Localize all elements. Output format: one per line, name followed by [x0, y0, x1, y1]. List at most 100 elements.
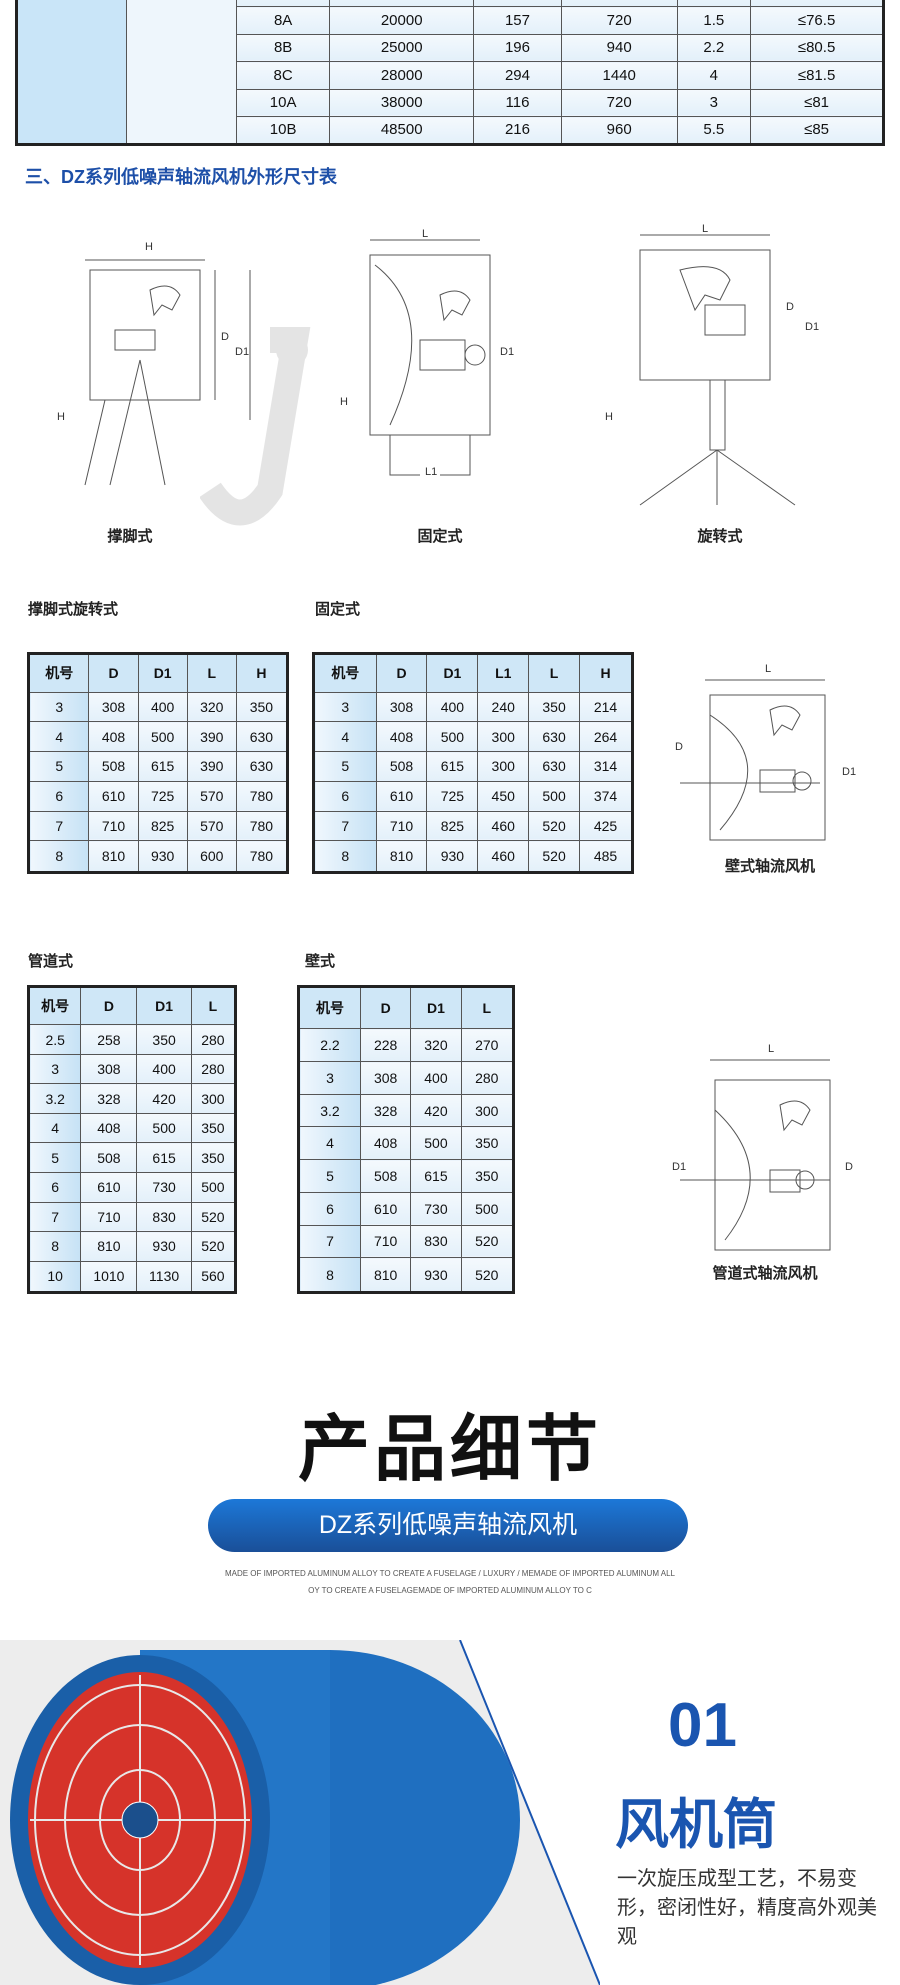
svg-text:D1: D1 — [805, 321, 819, 333]
table-cell: L — [528, 653, 580, 693]
table-cell: 710 — [375, 810, 428, 842]
table-cell: 400 — [426, 691, 479, 723]
table-cell: 5 — [298, 1159, 361, 1193]
label-support-rotating: 撑脚式旋转式 — [28, 601, 119, 618]
table-cell: 350 — [136, 1024, 192, 1055]
table-cell: 6 — [298, 1191, 361, 1226]
table-cell: 615 — [136, 1142, 192, 1173]
table-cell: 1440 — [560, 61, 678, 90]
table-cell: 10A — [235, 88, 331, 117]
table-cell: 810 — [375, 840, 428, 873]
table-cell: 4 — [298, 1126, 361, 1161]
table-cell: 500 — [136, 1112, 192, 1144]
diagram-duct: LD1 D — [672, 1043, 853, 1251]
table-cell: 116 — [473, 88, 562, 117]
table-cell: 600 — [186, 840, 237, 873]
table-cell: 264 — [579, 721, 633, 753]
svg-text:D: D — [675, 741, 683, 753]
table-cell: 408 — [375, 721, 428, 753]
table-cell: 500 — [460, 1191, 515, 1226]
table-cell: 3 — [27, 1053, 82, 1085]
table-cell: 930 — [136, 1231, 192, 1262]
table-cell: D — [359, 985, 412, 1030]
table-cell: 630 — [235, 751, 289, 782]
detail-description: 一次旋压成型工艺，不易变形，密闭性好，精度高外观美观 — [617, 1868, 877, 1948]
series-pill: DZ系列低噪声轴流风机 — [208, 1499, 688, 1552]
table-cell: 420 — [136, 1083, 192, 1114]
table-cell — [329, 0, 475, 7]
table-cell: 3 — [298, 1061, 361, 1095]
table-cell: 10 — [27, 1260, 82, 1294]
table-cell: 8C — [235, 61, 331, 90]
caption-duct: 管道式轴流风机 — [712, 1265, 818, 1282]
table-cell: 8 — [313, 840, 377, 873]
diagram-support-leg: H DD1 H — [57, 241, 251, 486]
section-title: 三、DZ系列低噪声轴流风机外形尺寸表 — [25, 167, 337, 187]
table-cell: 408 — [88, 721, 139, 753]
table-cell: 780 — [235, 810, 289, 842]
table-cell: 350 — [460, 1159, 515, 1193]
table-cell: 825 — [137, 810, 188, 842]
caption-support-leg: 撑脚式 — [107, 528, 153, 545]
table-cell: 2.5 — [27, 1024, 82, 1055]
table-cell: 350 — [190, 1112, 237, 1144]
detail-name: 风机筒 — [615, 1795, 777, 1855]
table-cell: 350 — [235, 691, 289, 723]
table-cell: 240 — [477, 691, 530, 723]
table-cell: D — [375, 653, 428, 693]
table-cell: 830 — [410, 1224, 462, 1259]
table-cell: D — [88, 653, 139, 693]
table-cell: 308 — [375, 691, 428, 723]
table-cell: 630 — [528, 721, 580, 753]
table-cell: 615 — [426, 751, 479, 782]
label-duct: 管道式 — [28, 953, 74, 970]
table-cell: 机号 — [298, 985, 361, 1030]
table-cell: 机号 — [27, 653, 90, 693]
table-cell: 20000 — [329, 6, 475, 35]
tagline-2: OY TO CREATE A FUSELAGEMADE OF IMPORTED … — [308, 1586, 592, 1595]
svg-text:L1: L1 — [425, 466, 437, 478]
table-cell: 508 — [375, 751, 428, 782]
table-cell: 25000 — [329, 33, 475, 62]
table-cell: 328 — [80, 1083, 138, 1114]
table-cell: D1 — [137, 653, 188, 693]
fan-photo — [0, 1640, 600, 1985]
tagline-1: MADE OF IMPORTED ALUMINUM ALLOY TO CREAT… — [224, 1569, 676, 1578]
table-cell: 615 — [137, 751, 188, 782]
label-wall: 壁式 — [305, 953, 336, 970]
table-cell: 350 — [190, 1142, 237, 1173]
table-cell: 4 — [27, 721, 90, 753]
table-cell: 930 — [426, 840, 479, 873]
table-cell — [235, 0, 331, 7]
dim-H: H — [145, 241, 153, 253]
table-cell: 3 — [676, 88, 752, 117]
table-cell: 630 — [235, 721, 289, 753]
table-cell: 1010 — [80, 1260, 138, 1294]
caption-wall: 壁式轴流风机 — [724, 858, 815, 875]
table-cell: 3.2 — [27, 1083, 82, 1114]
table-cell — [16, 0, 127, 145]
table-cell: 520 — [528, 840, 580, 873]
table-cell: 400 — [136, 1053, 192, 1085]
caption-rotating: 旋转式 — [697, 528, 743, 545]
table-cell: 5 — [313, 751, 377, 782]
table-cell: 300 — [477, 751, 530, 782]
table-cell: ≤81 — [750, 88, 884, 117]
table-cell: 425 — [579, 810, 633, 842]
svg-text:D1: D1 — [842, 766, 856, 778]
table-cell: 930 — [137, 840, 188, 873]
table-cell: 508 — [80, 1142, 138, 1173]
